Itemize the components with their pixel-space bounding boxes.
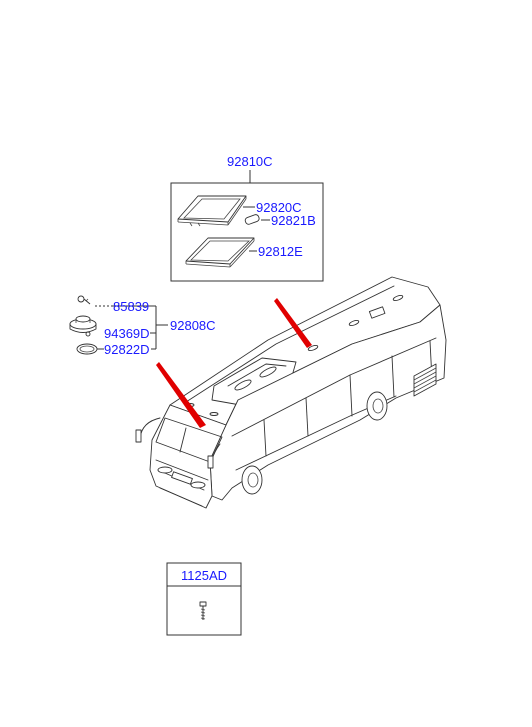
label-1125ad[interactable]: 1125AD	[181, 568, 227, 583]
bolt-icon	[199, 601, 207, 620]
label-92812e[interactable]: 92812E	[258, 244, 303, 259]
group-bracket-92808c	[150, 306, 168, 350]
screw-icon	[77, 295, 91, 305]
lamp-socket-icon	[69, 315, 97, 337]
pointer-arrow-roof	[274, 298, 312, 348]
front-wheel	[241, 465, 263, 495]
rear-grille	[413, 363, 437, 397]
label-85839[interactable]: 85839	[113, 299, 149, 314]
label-92821b[interactable]: 92821B	[271, 213, 316, 228]
label-92808c[interactable]: 92808C	[170, 318, 216, 333]
lamp-frame-icon	[185, 237, 255, 268]
bus-illustration	[135, 276, 447, 509]
pointer-arrow-front	[156, 362, 206, 428]
bolt-box	[166, 562, 242, 636]
lens-cover-icon	[177, 195, 247, 227]
label-92820c[interactable]: 92820C	[256, 200, 302, 215]
label-92810c[interactable]: 92810C	[227, 154, 273, 169]
label-92822d[interactable]: 92822D	[104, 342, 150, 357]
bulb-icon	[244, 214, 260, 225]
rear-wheel	[366, 391, 388, 421]
assembly-92810c-box	[170, 182, 324, 282]
label-94369d[interactable]: 94369D	[104, 326, 150, 341]
gasket-ring-icon	[76, 343, 98, 355]
